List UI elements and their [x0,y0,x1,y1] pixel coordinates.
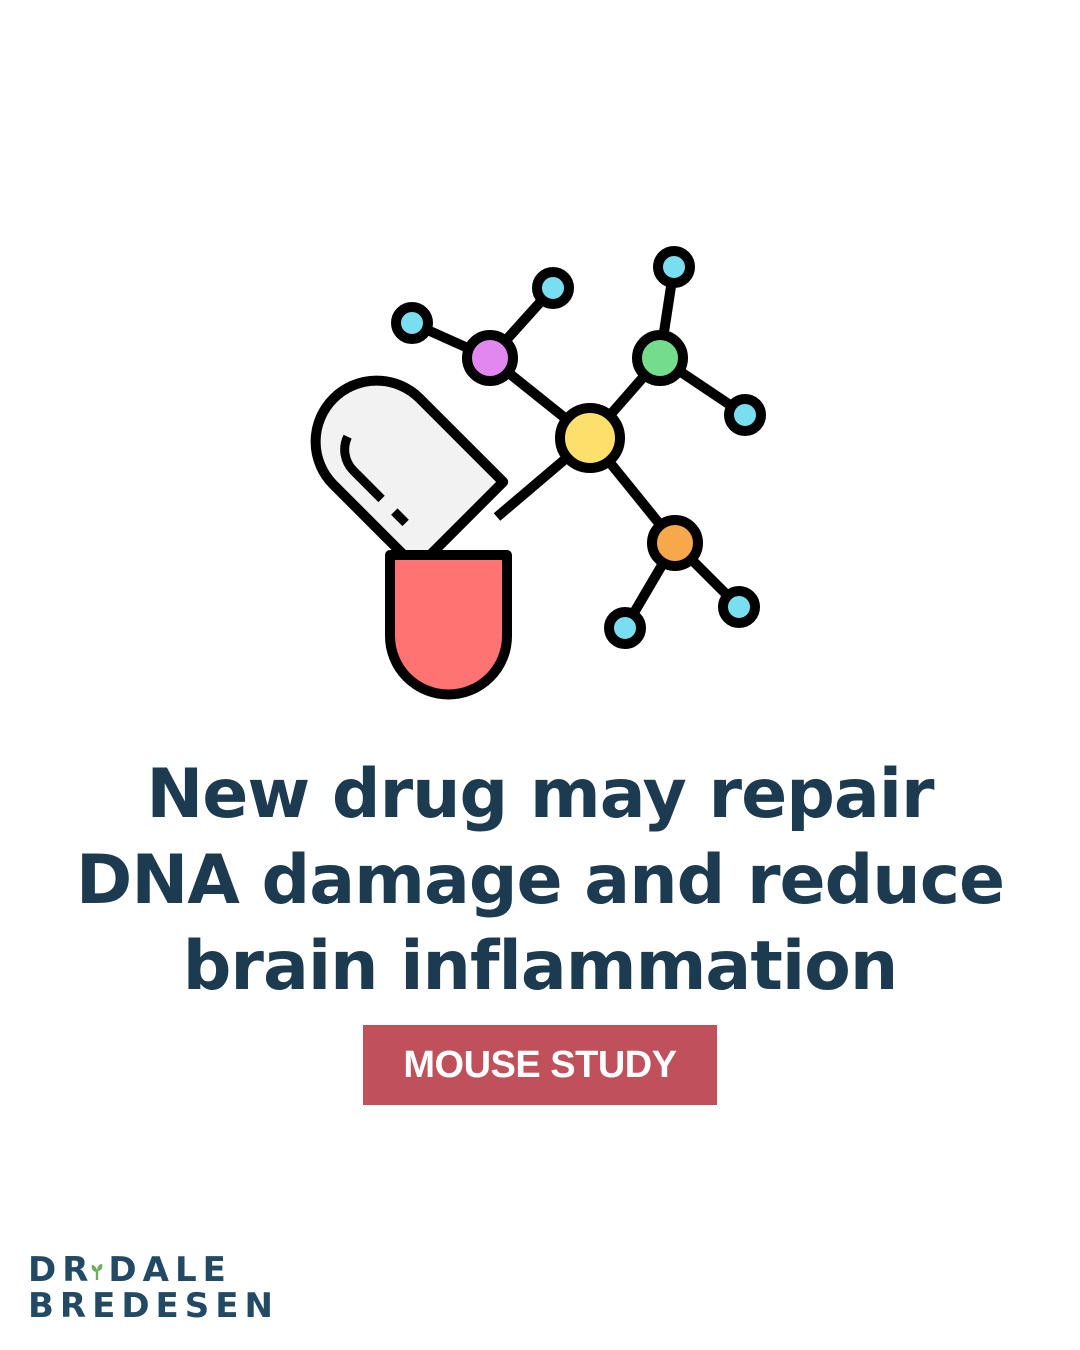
headline-line-1: New drug may repair [146,755,934,834]
capsule-top [310,375,509,574]
node-orange [647,515,703,571]
node-tip [653,246,695,288]
headline-line-3: brain inflammation [182,927,899,1006]
node-tip [391,302,433,344]
pill-capsule-molecule-icon [310,246,766,700]
headline: New drug may repair DNA damage and reduc… [40,752,1040,1010]
node-pink [462,330,518,386]
study-type-badge: MOUSE STUDY [363,1025,717,1105]
node-green [632,330,688,386]
brand-logo-dr: DR [28,1250,95,1290]
molecule-nodes [391,246,766,649]
sprout-icon [92,1264,103,1280]
headline-line-2: DNA damage and reduce [75,841,1005,920]
node-tip [532,267,574,309]
brand-logo-line-2: BREDESEN [28,1286,279,1326]
brand-logo-line-1: DR DALE [28,1252,298,1288]
capsule-bottom [385,550,512,700]
brand-logo: DR DALE BREDESEN [28,1252,298,1326]
node-tip [724,394,766,436]
node-center [555,403,625,473]
node-tip [718,586,760,628]
brand-logo-dale: DALE [108,1250,232,1290]
node-tip [604,607,646,649]
